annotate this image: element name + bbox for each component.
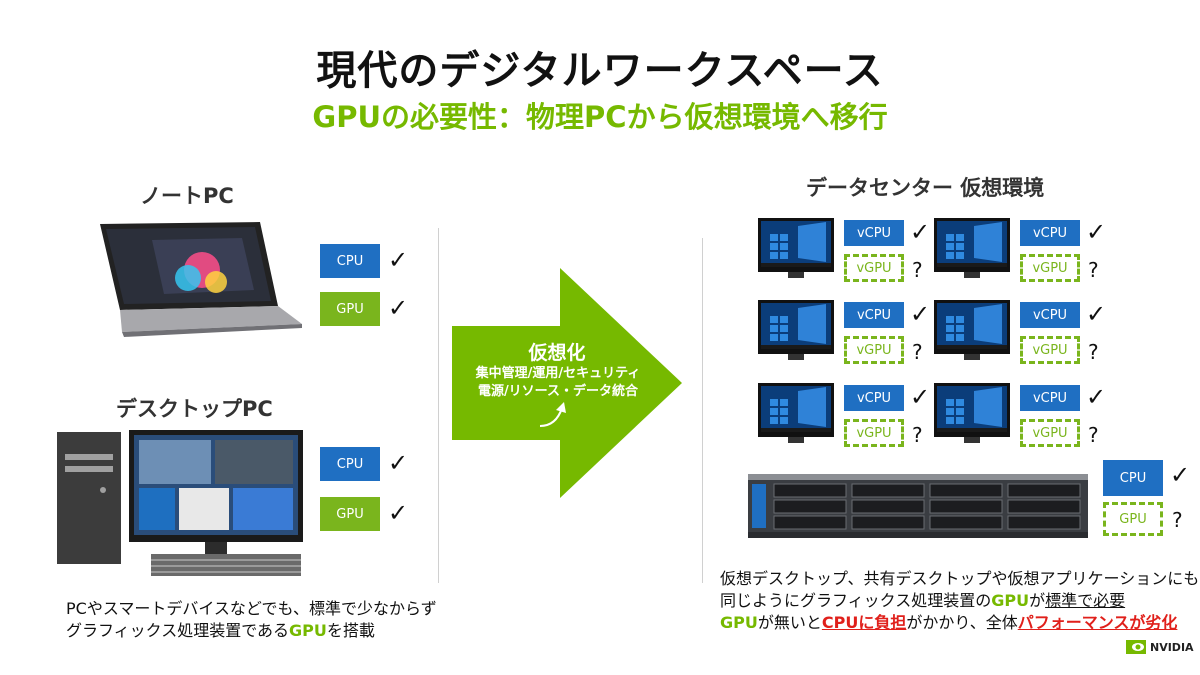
datacenter-heading: データセンター 仮想環境: [806, 176, 1045, 200]
left-note: PCやスマートデバイスなどでも、標準で少なからず グラフィックス処理装置であるG…: [66, 599, 437, 640]
notebook-cpu-box: CPU: [320, 244, 380, 278]
notebook-heading: ノートPC: [140, 184, 234, 208]
question-mark: ?: [1088, 340, 1099, 364]
right-note: 仮想デスクトップ、共有デスクトップや仮想アプリケーションにも 同じようにグラフィ…: [720, 569, 1200, 632]
right-divider: [702, 238, 703, 583]
server-gpu-box: GPU: [1103, 502, 1163, 536]
server-cpu-box: CPU: [1103, 460, 1163, 496]
vm-vgpu-box: vGPU: [844, 254, 904, 282]
vm-vgpu-box: vGPU: [1020, 336, 1080, 364]
vm-monitor-4: [934, 300, 1010, 360]
nvidia-eye-icon: [1126, 640, 1146, 654]
nvidia-logo: NVIDIA: [1126, 640, 1194, 654]
vm-vcpu-box: vCPU: [1020, 220, 1080, 246]
vm-vgpu-box: vGPU: [844, 419, 904, 447]
check-icon: ✓: [1170, 461, 1191, 489]
vm-vgpu-box: vGPU: [844, 336, 904, 364]
question-mark: ?: [912, 423, 923, 447]
check-icon: ✓: [910, 300, 931, 328]
laptop-image: [100, 222, 302, 337]
question-mark: ?: [1088, 423, 1099, 447]
check-icon: ✓: [1086, 218, 1107, 246]
check-icon: ✓: [388, 499, 409, 527]
check-icon: ✓: [910, 218, 931, 246]
vm-monitor-5: [758, 383, 834, 443]
vm-vgpu-box: vGPU: [1020, 419, 1080, 447]
notebook-gpu-box: GPU: [320, 292, 380, 326]
left-divider: [438, 228, 439, 583]
virtualization-arrow: [452, 268, 682, 498]
arrow-line1: 集中管理/運用/セキュリティ: [475, 366, 641, 381]
page-title: 現代のデジタルワークスペース: [316, 48, 884, 94]
check-icon: ✓: [910, 383, 931, 411]
desktop-cpu-box: CPU: [320, 447, 380, 481]
desktop-gpu-box: GPU: [320, 497, 380, 531]
vm-monitor-2: [934, 218, 1010, 278]
check-icon: ✓: [388, 294, 409, 322]
page-subtitle: GPUの必要性：物理PCから仮想環境へ移行: [312, 100, 888, 134]
vm-vcpu-box: vCPU: [844, 302, 904, 328]
vm-monitor-6: [934, 383, 1010, 443]
vm-monitor-3: [758, 300, 834, 360]
desktop-pc-image: [57, 430, 303, 576]
question-mark: ?: [912, 340, 923, 364]
question-mark: ?: [1088, 258, 1099, 282]
arrow-title: 仮想化: [528, 342, 586, 364]
vm-vgpu-box: vGPU: [1020, 254, 1080, 282]
question-mark: ?: [912, 258, 923, 282]
desktop-heading: デスクトップPC: [116, 397, 273, 421]
vm-monitor-1: [758, 218, 834, 278]
vm-vcpu-box: vCPU: [1020, 302, 1080, 328]
server-image: [748, 474, 1088, 538]
vm-vcpu-box: vCPU: [1020, 385, 1080, 411]
arrow-line2: 電源/リソース・データ統合: [477, 384, 639, 399]
check-icon: ✓: [388, 246, 409, 274]
question-mark: ?: [1172, 508, 1183, 532]
vm-vcpu-box: vCPU: [844, 385, 904, 411]
check-icon: ✓: [1086, 383, 1107, 411]
curved-arrow-icon: [539, 402, 566, 427]
check-icon: ✓: [388, 449, 409, 477]
check-icon: ✓: [1086, 300, 1107, 328]
vm-vcpu-box: vCPU: [844, 220, 904, 246]
